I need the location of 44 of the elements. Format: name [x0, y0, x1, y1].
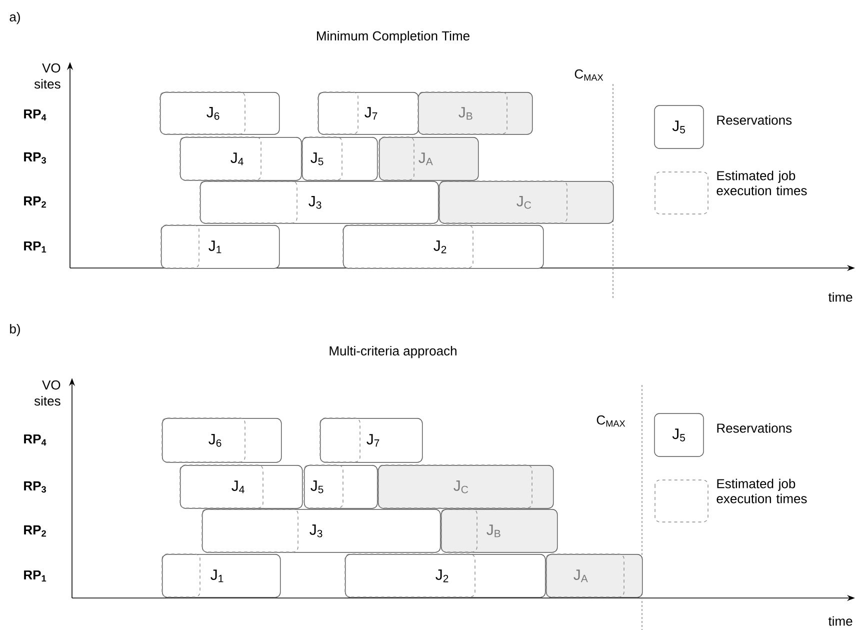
- reservation-box: J$_{5}$: [304, 464, 378, 509]
- row-label: RP$_{4}$: [24, 434, 46, 446]
- reservation-box: J$_{7}$: [318, 92, 419, 135]
- reservation-box: J$_{5}$: [302, 136, 378, 181]
- axis-label: time: [828, 616, 852, 626]
- axis-label: VO sites: [34, 63, 60, 89]
- reservation-box: J$_{2}$: [342, 224, 544, 269]
- reservation-box: J$_{4}$: [180, 464, 303, 509]
- row-label: RP$_{3}$: [24, 481, 46, 493]
- chart-title: Multi-criteria approach: [330, 346, 456, 358]
- row-label: RP$_{2}$: [24, 196, 46, 208]
- chart-title: Minimum Completion Time: [317, 30, 470, 44]
- reservation-box: J$_{7}$: [320, 418, 423, 463]
- reservation-box: J$_{B}$: [440, 508, 558, 553]
- reservation-box: J$_{A}$: [378, 136, 479, 181]
- panel-letter: b): [10, 324, 20, 336]
- legend-text: Reservations: [717, 115, 792, 125]
- legend-text: Estimated job execution times: [716, 170, 807, 196]
- row-label: RP$_{2}$: [24, 525, 46, 537]
- row-label: RP$_{1}$: [24, 570, 46, 582]
- reservation-box: J$_{6}$: [162, 418, 282, 463]
- reservation-box: J$_{1}$: [160, 224, 280, 269]
- legend-sample: J$_{5}$: [654, 413, 704, 457]
- row-label: RP$_{4}$: [24, 109, 46, 121]
- legend-sample: J$_{5}$: [654, 105, 704, 149]
- axis-label: time: [828, 292, 852, 302]
- reservation-box: J$_{3}$: [200, 180, 439, 224]
- row-label: RP$_{3}$: [24, 152, 46, 164]
- legend-text: Reservations: [717, 423, 792, 433]
- reservation-box: J$_{C}$: [438, 180, 614, 224]
- reservation-box: J$_{C}$: [378, 464, 554, 509]
- reservation-box: J$_{6}$: [160, 92, 280, 135]
- cmax-label: C$_{MAX}$: [574, 69, 604, 81]
- reservation-box: J$_{3}$: [202, 508, 441, 553]
- reservation-box: J$_{A}$: [546, 554, 643, 598]
- panel-letter: a): [10, 12, 20, 24]
- axis-label: VO sites: [34, 380, 60, 406]
- reservation-box: J$_{1}$: [162, 554, 281, 598]
- row-label: RP$_{1}$: [24, 241, 46, 253]
- reservation-box: J$_{2}$: [344, 554, 546, 598]
- reservation-box: J$_{B}$: [418, 92, 533, 135]
- legend-text: Estimated job execution times: [716, 478, 807, 504]
- cmax-label: C$_{MAX}$: [596, 415, 626, 427]
- reservation-box: J$_{4}$: [180, 136, 302, 181]
